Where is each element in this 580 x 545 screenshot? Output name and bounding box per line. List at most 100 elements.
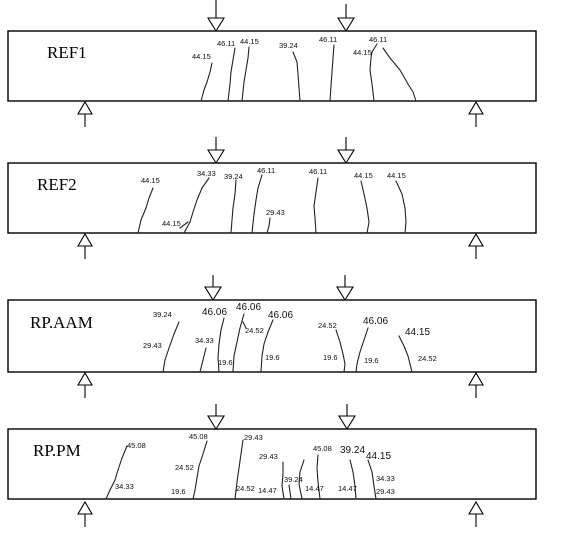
crack-line [241, 46, 250, 102]
crack-line [360, 180, 370, 234]
support-arrow-icon [468, 100, 484, 127]
beam-name: REF1 [47, 43, 87, 62]
crack-load-label: 19.6 [265, 353, 280, 362]
load-arrow-icon [204, 275, 222, 302]
crack-load-label: 14.47 [338, 484, 357, 493]
crack-line [230, 179, 237, 234]
crack-load-label: 45.08 [189, 432, 208, 441]
beam-name: RP.PM [33, 441, 81, 460]
crack-load-label: 44.15 [240, 37, 259, 46]
crack-load-label: 24.52 [236, 484, 255, 493]
crack-load-label: 14.47 [258, 486, 277, 495]
crack-line [232, 313, 245, 373]
crack-load-label: 34.33 [115, 482, 134, 491]
crack-line [179, 221, 189, 229]
crack-load-label: 46.11 [369, 35, 387, 44]
crack-load-label: 29.43 [244, 433, 263, 442]
crack-line [199, 347, 207, 373]
crack-load-label: 29.43 [266, 208, 285, 217]
support-arrow-icon [468, 371, 484, 398]
crack-line [242, 321, 247, 329]
crack-load-label: 44.15 [353, 48, 372, 57]
crack-load-label: 45.08 [313, 444, 332, 453]
crack-load-label: 39.24 [340, 445, 365, 456]
support-arrow-icon [468, 500, 484, 527]
crack-load-label: 46.06 [268, 310, 293, 321]
crack-load-label: 19.6 [171, 487, 186, 496]
beam-rp-aam: RP.AAM 39.24 46.06 46.06 29.43 34.33 24.… [7, 275, 537, 398]
crack-load-label: 24.52 [418, 354, 437, 363]
crack-line [227, 47, 236, 102]
crack-load-label: 44.15 [141, 176, 160, 185]
beam-outline [7, 162, 537, 234]
crack-line [298, 459, 305, 500]
support-arrow-icon [77, 371, 93, 398]
crack-line [316, 454, 321, 500]
crack-line [313, 177, 319, 234]
crack-line [369, 57, 375, 102]
crack-line [398, 335, 413, 373]
beam-name: REF2 [37, 175, 77, 194]
crack-line [370, 43, 378, 59]
crack-load-label: 44.15 [354, 171, 373, 180]
crack-line [183, 177, 210, 234]
crack-load-label: 34.33 [376, 474, 395, 483]
beam-outline [7, 428, 537, 500]
crack-line [217, 317, 225, 373]
crack-load-label: 29.43 [259, 452, 278, 461]
crack-load-label: 29.43 [143, 341, 162, 350]
support-arrow-icon [468, 232, 484, 259]
crack-load-label: 44.15 [405, 327, 430, 338]
crack-load-label: 39.24 [153, 310, 172, 319]
crack-line [162, 321, 180, 373]
crack-load-label: 14.47 [305, 484, 324, 493]
crack-load-label: 46.06 [363, 316, 388, 327]
crack-line [292, 51, 301, 102]
crack-line [335, 329, 346, 373]
load-arrow-icon [207, 137, 225, 165]
crack-load-label: 19.6 [218, 358, 233, 367]
crack-line [367, 459, 377, 500]
crack-load-label: 29.43 [376, 487, 395, 496]
crack-load-label: 44.15 [162, 219, 181, 228]
load-arrow-icon [336, 275, 354, 302]
load-arrow-icon [207, 404, 225, 431]
crack-line [137, 187, 154, 234]
beam-outline [7, 30, 537, 102]
crack-line [349, 459, 357, 500]
crack-load-label: 46.11 [257, 166, 275, 175]
crack-line [355, 327, 369, 373]
beam-outline [7, 299, 537, 373]
load-arrow-icon [337, 137, 355, 165]
crack-line [192, 440, 208, 500]
crack-load-label: 44.15 [387, 171, 406, 180]
load-arrow-icon [338, 404, 356, 431]
crack-line [105, 445, 128, 500]
beam-rp-pm: RP.PM 45.08 45.08 29.43 24.52 29.43 34.3… [7, 404, 537, 527]
crack-load-label: 44.15 [192, 52, 211, 61]
crack-load-label: 46.11 [309, 167, 327, 176]
crack-load-label: 46.06 [236, 302, 261, 313]
crack-line [234, 439, 244, 500]
crack-load-label: 46.11 [217, 39, 235, 48]
load-arrow-icon [207, 0, 225, 33]
crack-line [395, 180, 407, 234]
crack-line [281, 461, 285, 500]
crack-line [329, 44, 335, 102]
crack-load-label: 39.24 [224, 172, 243, 181]
crack-load-label: 44.15 [366, 451, 391, 462]
load-arrow-icon [337, 4, 355, 33]
crack-load-label: 39.24 [279, 41, 298, 50]
crack-load-label: 34.33 [197, 169, 216, 178]
crack-load-label: 24.52 [175, 463, 194, 472]
beam-ref1: REF1 44.15 46.11 44.15 39.24 46.11 44.15… [7, 0, 537, 127]
crack-load-label: 24.52 [318, 321, 337, 330]
crack-line [251, 174, 263, 234]
support-arrow-icon [77, 500, 93, 527]
crack-load-label: 24.52 [245, 326, 264, 335]
crack-load-label: 19.6 [364, 356, 379, 365]
beam-name: RP.AAM [30, 313, 93, 332]
crack-line [288, 484, 292, 500]
crack-load-label: 39.24 [284, 475, 303, 484]
